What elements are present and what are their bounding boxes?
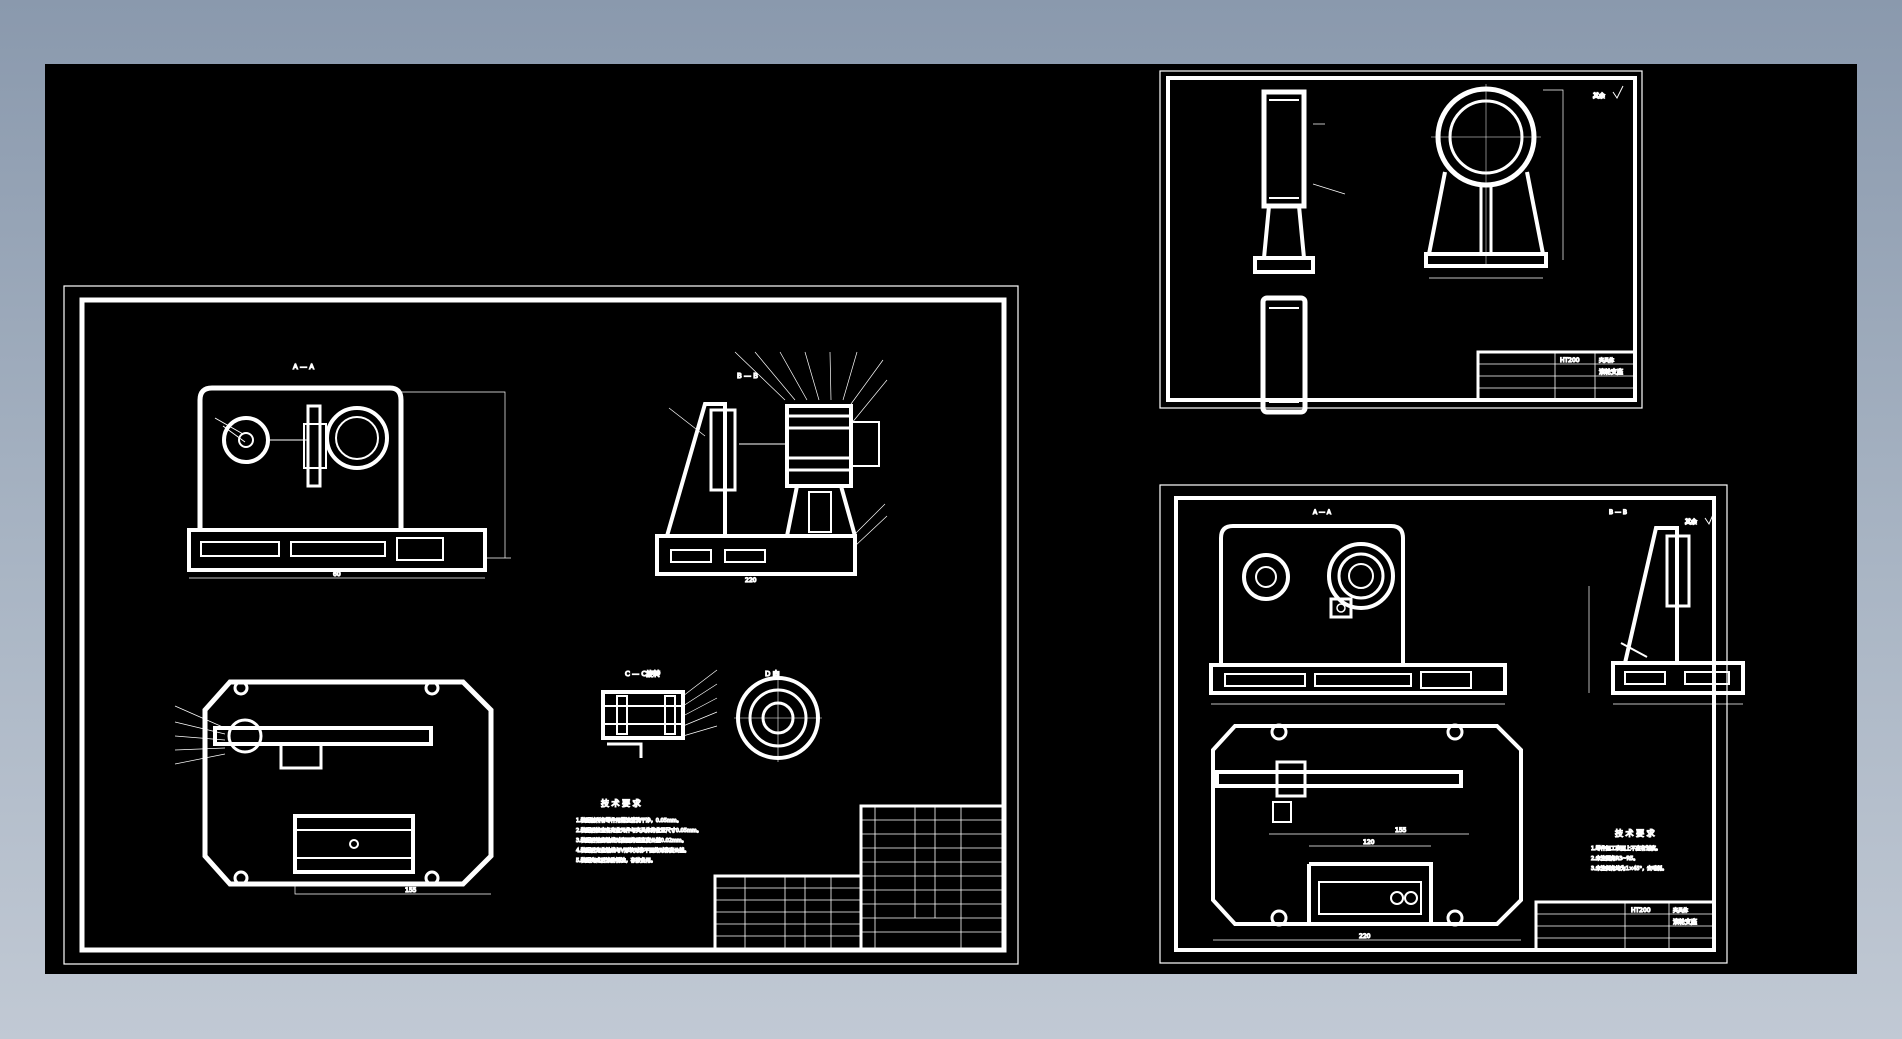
sheet2-outer-border [1159, 70, 1643, 409]
sheet3-outer-border [1159, 484, 1728, 964]
sheet3-material: HT200 [1631, 907, 1651, 914]
sheet2-material: HT200 [1560, 357, 1580, 364]
sheet2-title-group: 夹具体 [1599, 357, 1614, 364]
sheet1-tech-note: 3.装配后钻套轴线对底面的垂直度公差0.02mm。 [576, 837, 687, 844]
sheet3-title-part: 滚轮支座 [1673, 918, 1697, 926]
sheet-assembly-drawing: A — A 60 B — B [63, 285, 1019, 965]
sheet1-tech-title: 技 术 要 求 [601, 798, 641, 808]
sheet-part-drawing-upper: 其余 HT200 滚轮支座 夹具体 [1159, 70, 1643, 415]
sheet1-tech-note: 1.装配前所有零件用煤油清洗干净，0.05mm。 [576, 817, 682, 824]
sheet3-tech-note: 3.未注倒角均为1×45°，去毛刺。 [1591, 865, 1667, 872]
sheet1-view-d: D 向 [734, 668, 822, 762]
sheet3-tech-title: 技 术 要 求 [1615, 828, 1655, 838]
sheet1-inner-border [79, 297, 1007, 953]
sheet1-tech-note: 2.装配后检查各定位元件与夹具体的位置尺寸0.05mm。 [576, 827, 702, 834]
sheet3-tech-note: 1.零件加工表面上不应有划痕。 [1591, 845, 1661, 852]
sheet1-tech-note: 5.装配完成后涂防锈油，存放备用。 [576, 857, 656, 864]
sheet3-inner-border [1174, 496, 1716, 952]
sheet3-roughness-label: 其余 [1685, 518, 1697, 526]
sheet3-view-bb: B — B [1588, 508, 1745, 705]
sheet3-tech-requirements: 技 术 要 求 1.零件加工表面上不应有划痕。 2.未注圆角R3~R5。 3.未… [1590, 827, 1667, 872]
sheet1-view-aa: A — A 60 [187, 362, 511, 579]
sheet1-parts-list [713, 804, 1005, 952]
sheet3-tech-note: 2.未注圆角R3~R5。 [1591, 855, 1638, 862]
sheet3-dim-inner-width: 155 [1395, 827, 1407, 834]
sheet1-section-bb-label: B — B [737, 372, 758, 380]
sheet2-inner-border [1166, 76, 1637, 402]
sheet3-title-group: 夹具体 [1673, 907, 1688, 914]
sheet1-section-aa-label: A — A [293, 363, 314, 371]
sheet1-tech-requirements: 技 术 要 求 1.装配前所有零件用煤油清洗干净，0.05mm。 2.装配后检查… [575, 797, 702, 864]
sheet1-dim-aa-width: 60 [333, 571, 341, 578]
sheet1-section-cc-label: C — C旋转 [625, 669, 660, 678]
sheet3-dim-inner2-width: 120 [1363, 839, 1375, 846]
sheet3-view-aa: A — A [1209, 508, 1507, 705]
sheet3-section-bb-label: B — B [1609, 509, 1627, 516]
sheet1-view-cc: C — C旋转 [601, 668, 718, 758]
sheet1-dim-bb-width: 220 [745, 577, 757, 584]
sheet2-title-block: HT200 滚轮支座 夹具体 [1476, 350, 1637, 402]
sheet1-view-bb: B — B 220 [655, 351, 888, 585]
sheet2-roughness-label: 其余 [1593, 92, 1605, 100]
sheet1-dim-plan-width: 155 [405, 887, 417, 894]
sheet3-section-aa-label: A — A [1313, 509, 1332, 516]
sheet3-view-plan: 220 155 120 [1211, 723, 1523, 941]
cad-drawing-viewport[interactable]: A — A 60 B — B [45, 64, 1857, 974]
sheet1-view-d-label: D 向 [765, 669, 780, 678]
sheet3-title-block: HT200 夹具体 滚轮支座 [1534, 900, 1716, 952]
sheet-part-drawing-lower: 其余 A — A B — B [1159, 484, 1745, 964]
sheet3-dim-bottom-width: 220 [1359, 933, 1371, 940]
sheet1-tech-note: 4.装配后定位轴线与V形块对称平面的对称度公差。 [576, 847, 689, 854]
sheet2-title-part: 滚轮支座 [1599, 368, 1623, 376]
sheet1-outer-border [63, 285, 1019, 965]
sheet1-view-plan: 155 [174, 679, 494, 895]
